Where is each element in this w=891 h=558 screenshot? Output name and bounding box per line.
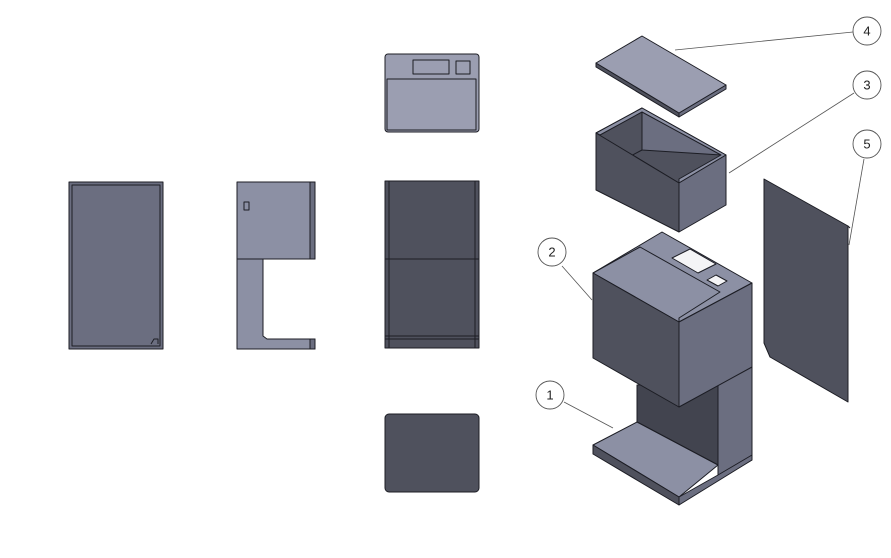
leader-2 bbox=[561, 265, 593, 301]
bottom-view-outline bbox=[384, 413, 480, 493]
top-view-button-cutout bbox=[455, 60, 471, 75]
side-view bbox=[236, 181, 316, 350]
side-view-upper-edge bbox=[309, 181, 316, 260]
part-2-housing bbox=[592, 231, 753, 408]
balloon-5: 5 bbox=[852, 129, 882, 159]
side-view-slot bbox=[243, 201, 250, 211]
balloon-1: 1 bbox=[535, 380, 565, 410]
top-view bbox=[384, 53, 480, 133]
side-view-stand bbox=[236, 258, 316, 350]
display-cutout bbox=[671, 248, 717, 274]
left-view-panel bbox=[68, 181, 164, 350]
left-view-corner-detail bbox=[150, 338, 159, 345]
front-view bbox=[384, 180, 480, 349]
leader-4 bbox=[674, 31, 854, 51]
side-view-foot-edge bbox=[309, 338, 316, 350]
left-view bbox=[68, 181, 164, 350]
balloon-3: 3 bbox=[852, 70, 882, 100]
part-4-lid bbox=[595, 35, 727, 118]
bottom-view bbox=[384, 413, 480, 493]
part-3-inner-box bbox=[595, 107, 727, 233]
balloon-2-label: 2 bbox=[548, 245, 555, 260]
side-view-upper-box bbox=[236, 181, 316, 260]
left-view-inner-edge bbox=[71, 184, 161, 347]
leader-1 bbox=[563, 401, 614, 429]
leader-lines bbox=[561, 31, 865, 429]
balloon-4-label: 4 bbox=[863, 24, 870, 39]
balloon-5-label: 5 bbox=[863, 137, 870, 152]
isometric-exploded-view bbox=[592, 35, 851, 506]
front-view-outline bbox=[384, 180, 480, 349]
balloon-1-label: 1 bbox=[546, 388, 553, 403]
leader-5 bbox=[848, 158, 865, 246]
balloon-3-label: 3 bbox=[863, 78, 870, 93]
balloon-4: 4 bbox=[852, 16, 882, 46]
top-view-display-cutout bbox=[412, 59, 450, 75]
part-5-side-panel bbox=[763, 178, 851, 403]
button-cutout bbox=[706, 274, 728, 287]
top-view-opening bbox=[386, 78, 477, 131]
balloon-2: 2 bbox=[537, 237, 567, 267]
leader-3 bbox=[728, 92, 855, 174]
